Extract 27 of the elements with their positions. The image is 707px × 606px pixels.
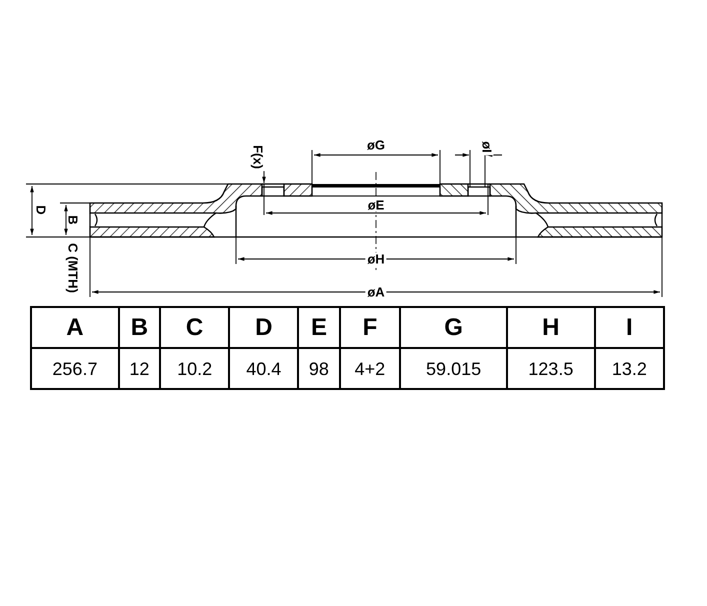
header-cell: A <box>31 307 119 348</box>
dimension-label: D <box>34 203 48 217</box>
header-cell: H <box>506 307 595 348</box>
header-cell: E <box>298 307 340 348</box>
dimension-label: øA <box>365 286 387 298</box>
dimension-label: B <box>66 213 80 227</box>
header-cell: G <box>400 307 507 348</box>
dimension-label: C (MTH) <box>66 241 80 295</box>
dimension-label: øG <box>364 138 388 152</box>
header-cell: C <box>160 307 230 348</box>
value-cell: 98 <box>298 348 340 389</box>
header-cell: F <box>340 307 400 348</box>
dimension-label: øI <box>480 139 494 155</box>
value-cell: 59.015 <box>400 348 507 389</box>
value-cell: 123.5 <box>506 348 595 389</box>
value-cell: 13.2 <box>594 348 664 389</box>
header-cell: D <box>229 307 298 348</box>
value-cell: 4+2 <box>340 348 400 389</box>
value-cell: 10.2 <box>160 348 230 389</box>
dimension-label: F(x) <box>252 143 264 171</box>
value-cell: 256.7 <box>31 348 119 389</box>
header-cell: I <box>594 307 664 348</box>
value-cell: 40.4 <box>229 348 298 389</box>
dimension-label: øH <box>365 252 387 266</box>
header-cell: B <box>118 307 160 348</box>
value-cell: 12 <box>118 348 160 389</box>
dimension-label: øE <box>366 198 386 212</box>
